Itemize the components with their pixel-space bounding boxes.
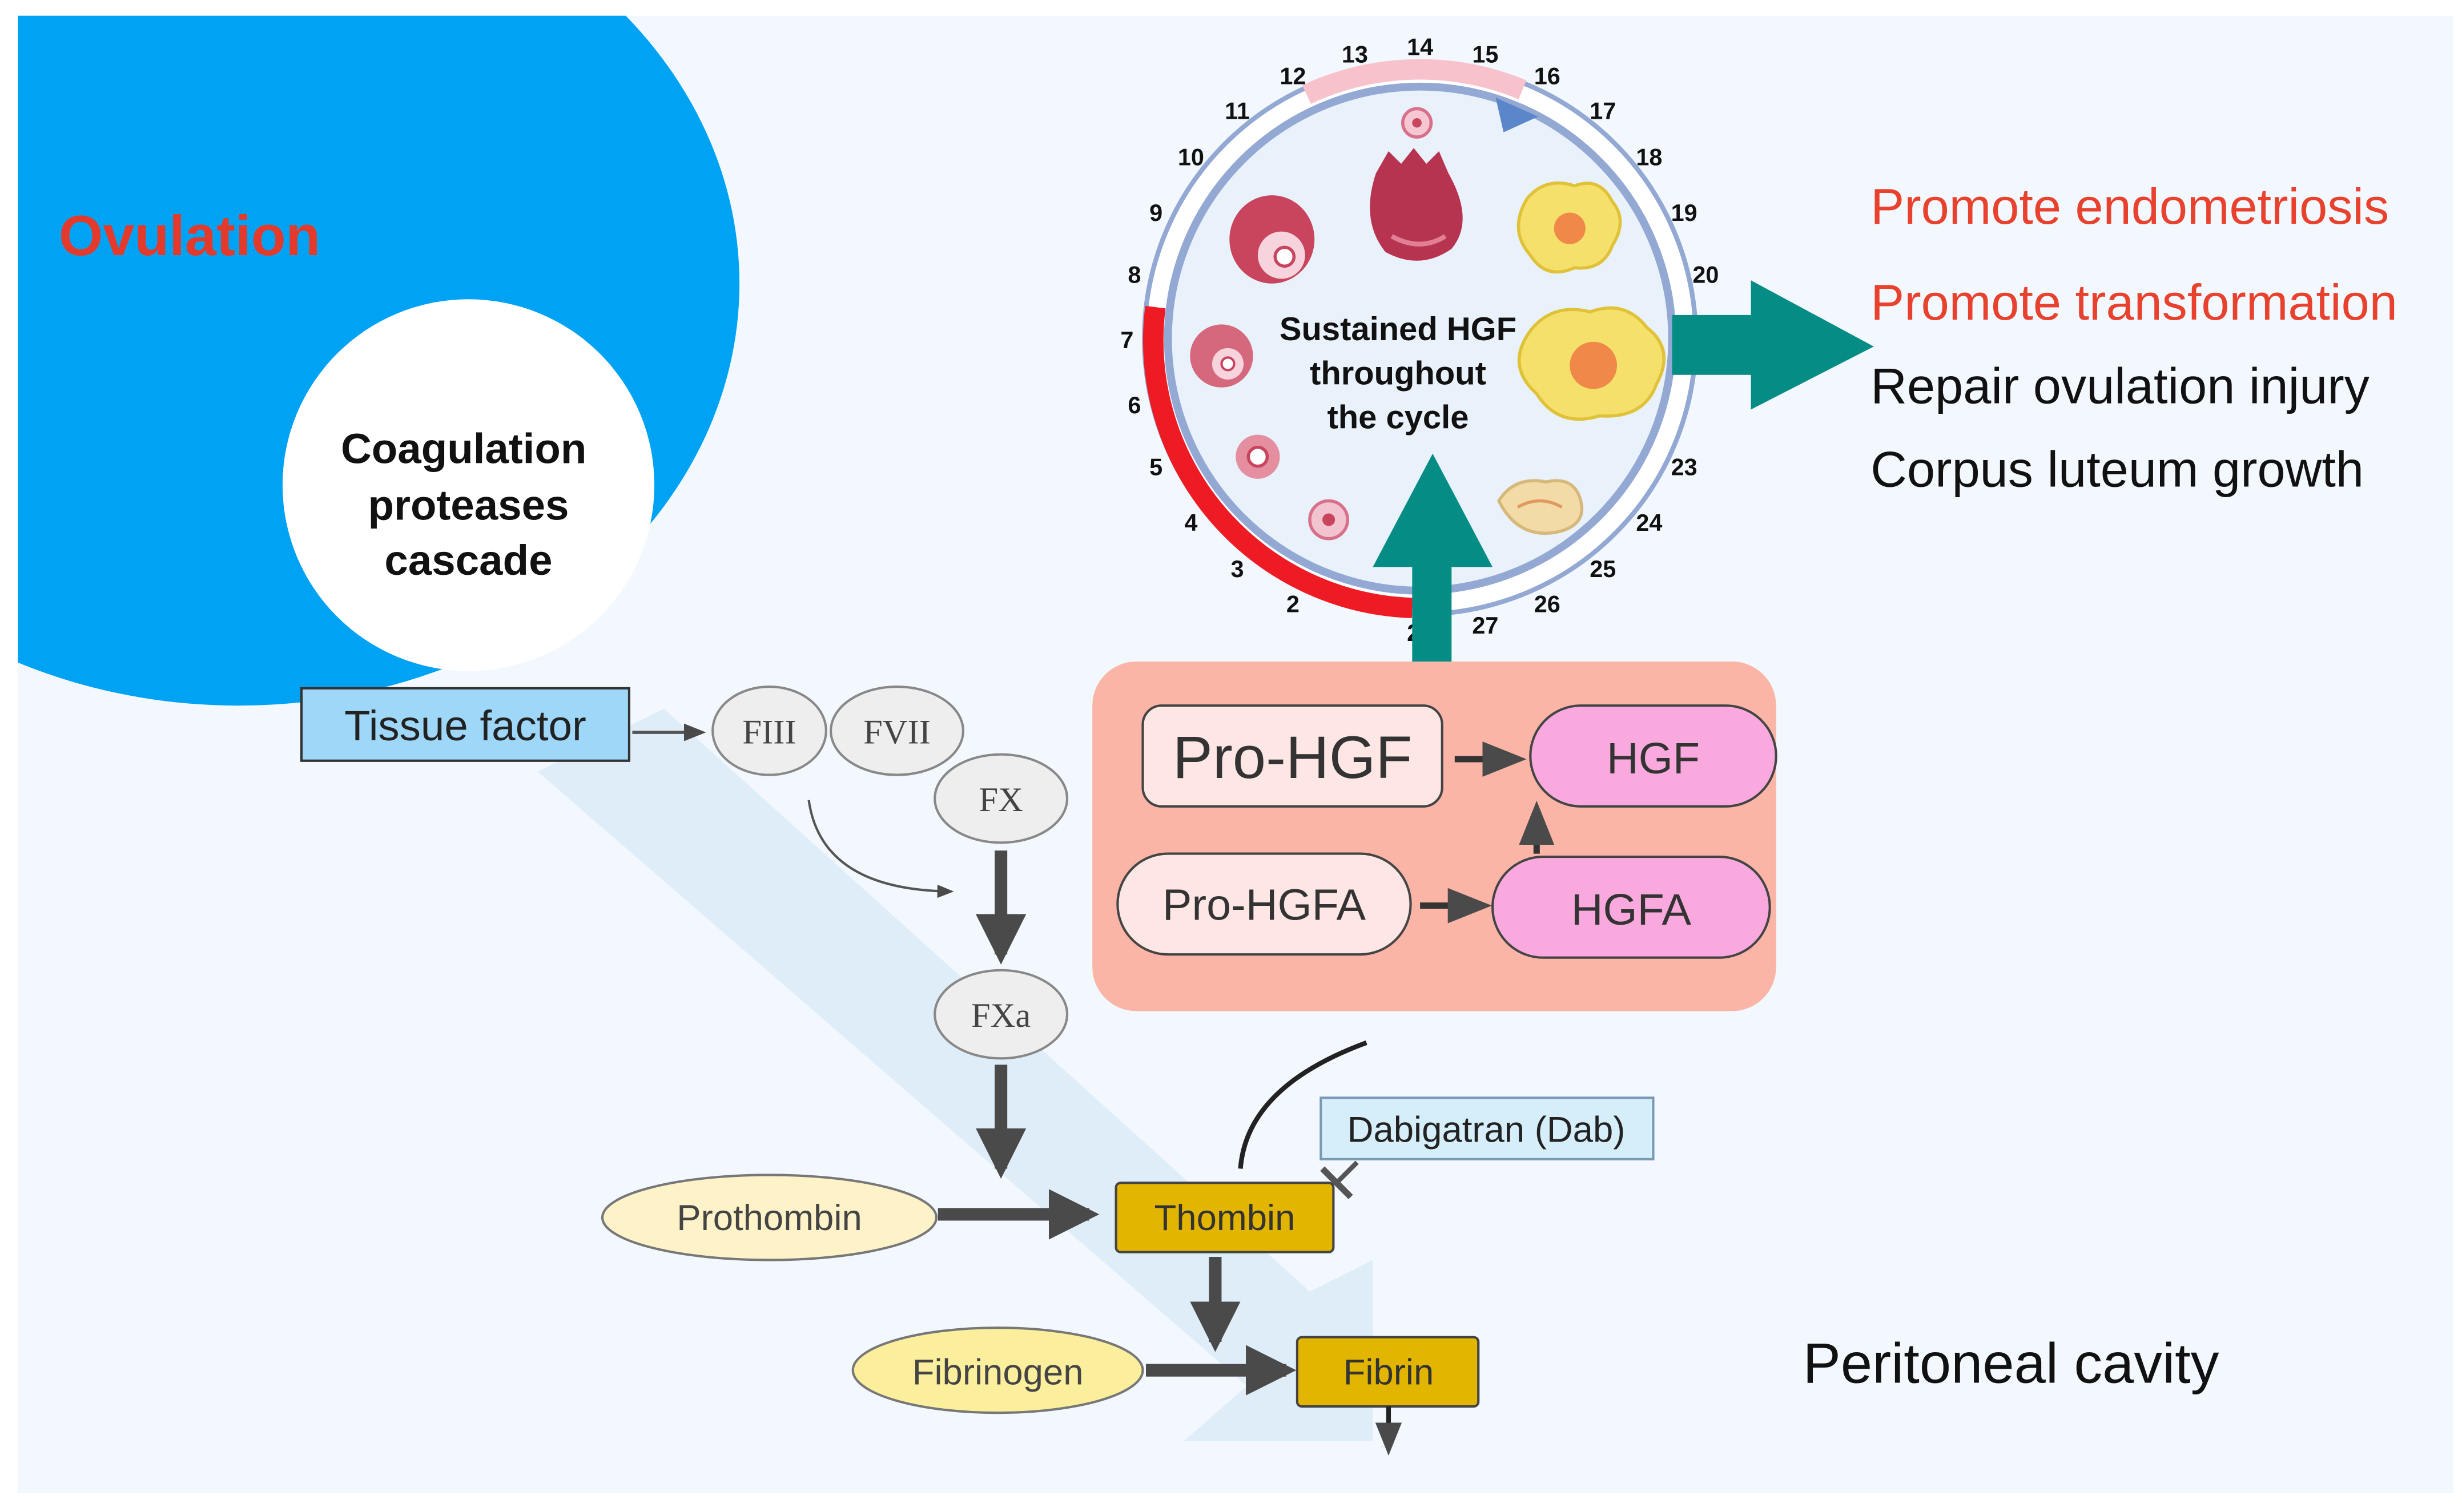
- cycle-center-line-3: the cycle: [1327, 400, 1469, 436]
- corpus-luteum-icon: [1496, 181, 1666, 535]
- fx-label: FX: [979, 781, 1023, 819]
- cycle-ovulation-arc: [1302, 59, 1527, 104]
- cycle-day-16: 16: [1534, 63, 1560, 89]
- ruptured-follicle-icon: [1370, 148, 1463, 261]
- dabigatran-inhibit-line: [1336, 1160, 1359, 1183]
- cycle-day-3: 3: [1231, 556, 1244, 582]
- cycle-day-20: 20: [1692, 262, 1719, 288]
- hgfa-box: [1491, 856, 1771, 959]
- cycle-menses-arc: [1143, 305, 1413, 619]
- hgf-box: [1529, 704, 1777, 808]
- pro-hgfa-label: Pro-HGFA: [1162, 880, 1366, 929]
- follicle-icon: [1229, 195, 1315, 284]
- cycle-direction-arrow: [1495, 98, 1539, 132]
- thrombin-label: Thombin: [1154, 1198, 1296, 1238]
- hgfa-label: HGFA: [1571, 885, 1692, 934]
- cycle-day-18: 18: [1636, 144, 1662, 171]
- fvii-label: FVII: [863, 713, 931, 751]
- cycle-center-line-2: throughout: [1310, 355, 1486, 392]
- cycle-day-25: 25: [1590, 556, 1616, 582]
- effect-promote-transformation: Promote transformation: [1870, 274, 2397, 330]
- cycle-day-11: 11: [1225, 98, 1250, 124]
- fx-node: [934, 753, 1069, 844]
- thrombin-to-hgfa-curve: [1238, 1040, 1367, 1169]
- prothrombin-label: Prothombin: [677, 1198, 862, 1238]
- effect-corpus-luteum-growth: Corpus luteum growth: [1870, 441, 2364, 498]
- cycle-day-4: 4: [1184, 510, 1197, 536]
- peritoneal-cavity-label: Peritoneal cavity: [1803, 1332, 2219, 1396]
- small-follicle-icon: [1190, 324, 1253, 388]
- cycle-day-2: 2: [1286, 591, 1300, 617]
- cascade-line-2: proteases: [368, 482, 569, 529]
- cascade-line-3: cascade: [384, 537, 552, 584]
- cycle-day-6: 6: [1128, 392, 1141, 418]
- background-flow-arrow: [537, 708, 1373, 1441]
- fxa-label: FXa: [971, 997, 1031, 1035]
- tissue-factor-label: Tissue factor: [344, 702, 586, 749]
- fxa-node: [934, 969, 1069, 1060]
- thrombin-box: [1115, 1182, 1335, 1253]
- teal-arrow-up: [1373, 453, 1493, 690]
- hgf-label: HGF: [1607, 734, 1700, 783]
- cycle-day-19: 19: [1671, 200, 1697, 226]
- pro-hgf-label: Pro-HGF: [1173, 724, 1412, 791]
- fibrin-label: Fibrin: [1343, 1352, 1434, 1392]
- cycle-day-24: 24: [1636, 510, 1662, 536]
- dabigatran-box: [1319, 1096, 1655, 1160]
- cycle-day-5: 5: [1149, 454, 1162, 481]
- dabigatran-inhibit-bar: [1320, 1166, 1353, 1200]
- effect-repair-ovulation-injury: Repair ovulation injury: [1870, 357, 2370, 414]
- cycle-day-27: 27: [1472, 612, 1498, 639]
- fibrinogen-label: Fibrinogen: [912, 1352, 1084, 1392]
- cycle-day-15: 15: [1472, 42, 1498, 68]
- effect-promote-endometriosis: Promote endometriosis: [1870, 178, 2389, 235]
- fiii-node: [711, 686, 827, 776]
- cycle-day-10: 10: [1178, 144, 1204, 171]
- ovulation-label: Ovulation: [59, 204, 320, 268]
- pro-hgf-box: [1141, 704, 1443, 808]
- tissue-factor-box: [300, 687, 630, 762]
- cycle-day-26: 26: [1534, 591, 1560, 617]
- fibrinogen-node: [851, 1326, 1144, 1414]
- cycle-day-8: 8: [1128, 262, 1141, 288]
- prothrombin-node: [601, 1174, 938, 1261]
- cycle-day-17: 17: [1590, 98, 1616, 124]
- fiii-to-fxa-curve: [807, 800, 954, 898]
- oocyte-icon: [1236, 107, 1433, 541]
- coagulation-cascade-circle: [282, 299, 655, 671]
- cascade-line-1: Coagulation: [341, 425, 586, 472]
- pro-hgfa-box: [1116, 852, 1412, 956]
- cycle-center-line-1: Sustained HGF: [1280, 311, 1516, 348]
- teal-arrow-right: [1672, 280, 1874, 410]
- cycle-day-7: 7: [1120, 327, 1133, 353]
- cycle-day-9: 9: [1149, 200, 1162, 226]
- cycle-day-13: 13: [1342, 42, 1368, 68]
- cycle-day-14: 14: [1407, 34, 1433, 61]
- cycle-day-23: 23: [1671, 454, 1697, 481]
- cycle-clock: 2345678910111213141516171819202123242526…: [1120, 34, 1726, 646]
- fiii-label: FIII: [742, 713, 796, 751]
- dabigatran-label: Dabigatran (Dab): [1347, 1110, 1626, 1150]
- cycle-day-12: 12: [1280, 63, 1306, 89]
- fvii-node: [830, 686, 964, 776]
